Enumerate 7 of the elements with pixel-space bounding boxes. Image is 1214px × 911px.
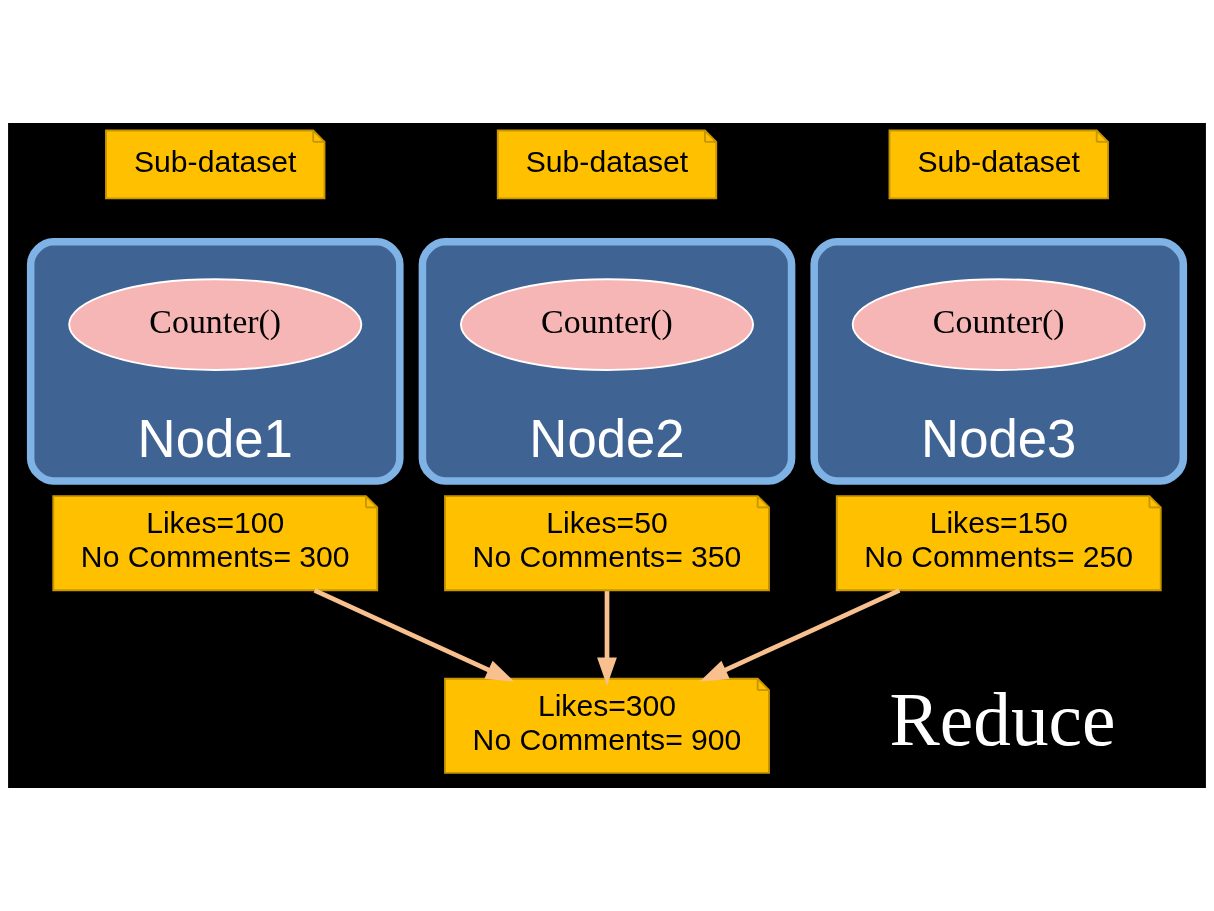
arrow	[699, 588, 901, 682]
label: Reduce	[889, 677, 1116, 761]
arrow	[597, 591, 617, 686]
node-ellipse: Counter()	[851, 278, 1146, 371]
arrow	[313, 588, 515, 682]
node-ellipse: Counter()	[460, 278, 755, 371]
node-ellipse: Counter()	[68, 278, 363, 371]
